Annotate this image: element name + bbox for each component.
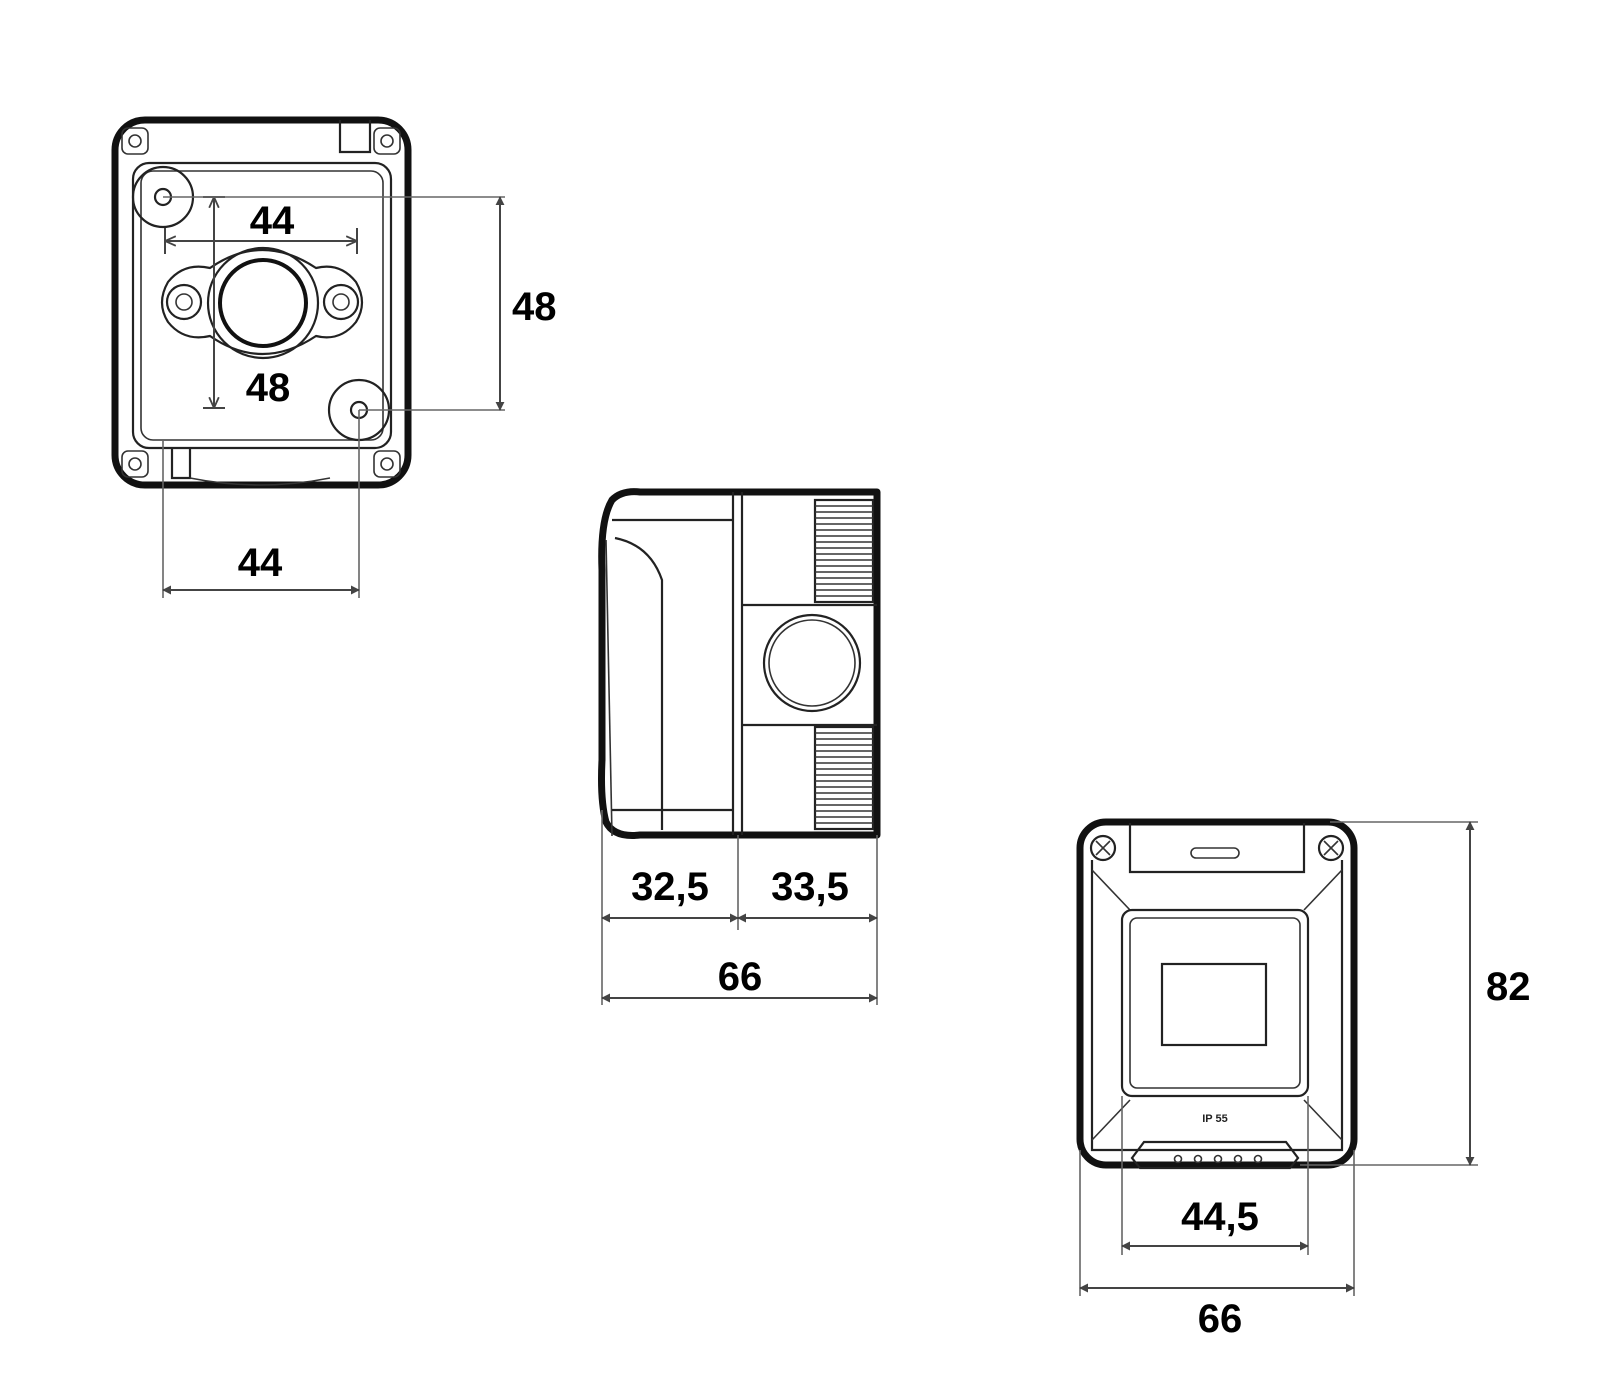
corner-screw-icon xyxy=(373,450,401,478)
cover-screw-icon xyxy=(1089,834,1117,862)
side-view-silhouette xyxy=(598,488,881,839)
front-view-hinge-band xyxy=(1128,823,1306,874)
corner-screw-icon xyxy=(121,450,149,478)
back-view-inner-rim xyxy=(131,161,393,450)
dim-label-front-depth: 32,5 xyxy=(631,865,709,909)
back-view: 44 48 48 44 xyxy=(111,116,557,598)
corner-screw-icon xyxy=(121,127,149,155)
front-view-outer-shell xyxy=(1076,818,1358,1169)
ribbed-grip-bottom xyxy=(813,725,875,831)
dim-label-height: 82 xyxy=(1486,965,1531,1009)
back-view-bottom-tab xyxy=(170,448,192,480)
side-view: 32,5 33,5 66 xyxy=(598,488,881,1005)
dim-label-width: 66 xyxy=(1198,1297,1243,1341)
back-view-top-notch xyxy=(338,120,372,154)
center-hole-inner xyxy=(218,258,308,348)
front-view-latch xyxy=(1130,1140,1300,1170)
back-view-outer-shell xyxy=(111,116,412,489)
side-view-cover-edge xyxy=(614,536,664,830)
ip-rating-marking: IP 55 xyxy=(1202,1113,1228,1125)
dim-label-bottom-width: 44 xyxy=(238,541,283,585)
ribbed-grip-top xyxy=(813,498,875,604)
front-view-lid xyxy=(1090,860,1344,1152)
dim-label-inner-height: 48 xyxy=(246,366,291,410)
dim-label-inner-width: 44 xyxy=(250,199,295,243)
flange-hole-left-icon xyxy=(165,283,203,321)
front-view-switch-rocker xyxy=(1160,962,1268,1047)
latch-grip-dots xyxy=(1173,1154,1263,1164)
dim-label-total-depth: 66 xyxy=(718,955,763,999)
flange-hole-right-icon xyxy=(322,283,360,321)
center-flange xyxy=(160,249,364,355)
dim-label-outer-height: 48 xyxy=(512,285,557,329)
dim-label-cover-width: 44,5 xyxy=(1181,1195,1259,1239)
center-hole-outer xyxy=(206,246,320,360)
cover-screw-icon xyxy=(1317,834,1345,862)
dim-label-rear-depth: 33,5 xyxy=(771,865,849,909)
front-view-hinge-slot xyxy=(1190,847,1240,859)
side-view-cover-lip xyxy=(605,539,613,837)
front-view: IP 55 82 44,5 66 xyxy=(1076,818,1531,1341)
back-view-inner-rim-2 xyxy=(140,170,384,441)
side-knockout-icon xyxy=(762,613,862,713)
back-view-bottom-edge xyxy=(189,477,331,486)
corner-screw-icon xyxy=(373,127,401,155)
front-view-window-frame xyxy=(1120,908,1310,1098)
